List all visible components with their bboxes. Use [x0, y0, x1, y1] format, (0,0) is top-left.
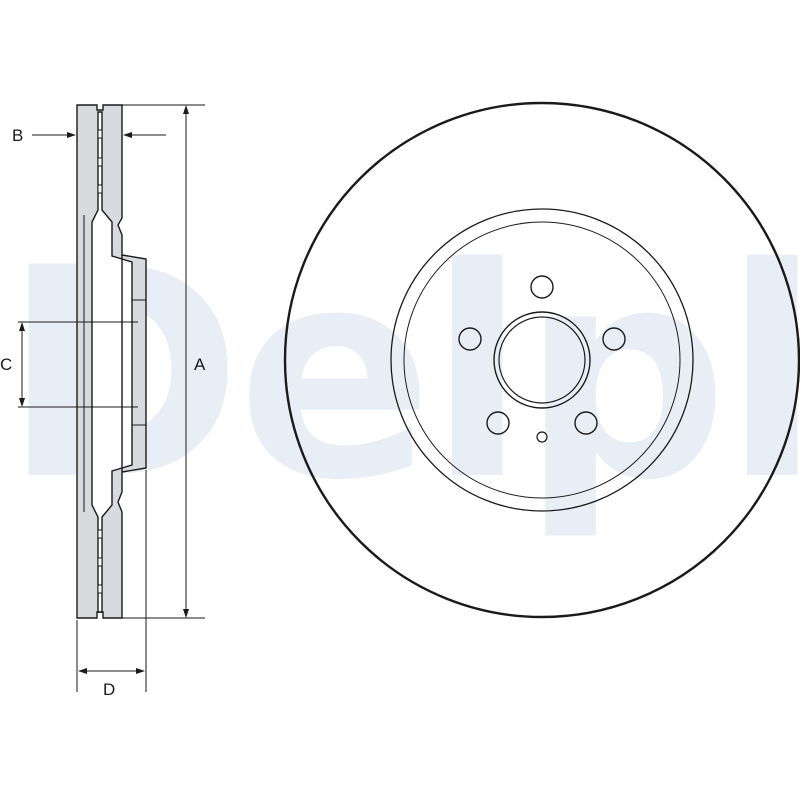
- vent-slots: [97, 129, 103, 594]
- disc-outer-edge: [283, 101, 800, 619]
- dim-label-d: D: [103, 680, 115, 699]
- dimension-lines: [18, 104, 205, 692]
- vent-channel: [91, 111, 133, 613]
- bolt-hole: [458, 327, 482, 351]
- bolt-hole: [530, 275, 554, 299]
- dim-label-a: A: [194, 355, 206, 374]
- centre-bore-inner: [498, 316, 586, 404]
- dimension-arrowheads: [19, 105, 189, 674]
- front-view: [283, 101, 800, 619]
- bolt-hole: [486, 411, 510, 435]
- bolt-hole: [574, 411, 598, 435]
- locating-hole: [536, 431, 548, 443]
- bolt-holes: [458, 275, 626, 435]
- hat-outer-ring: [390, 208, 694, 512]
- centre-bore-outer: [493, 311, 591, 409]
- bolt-hole: [602, 327, 626, 351]
- dim-label-c: C: [0, 355, 12, 374]
- dim-label-b: B: [12, 126, 23, 145]
- side-section-view: [76, 104, 147, 619]
- hat-inner-ring: [403, 221, 681, 499]
